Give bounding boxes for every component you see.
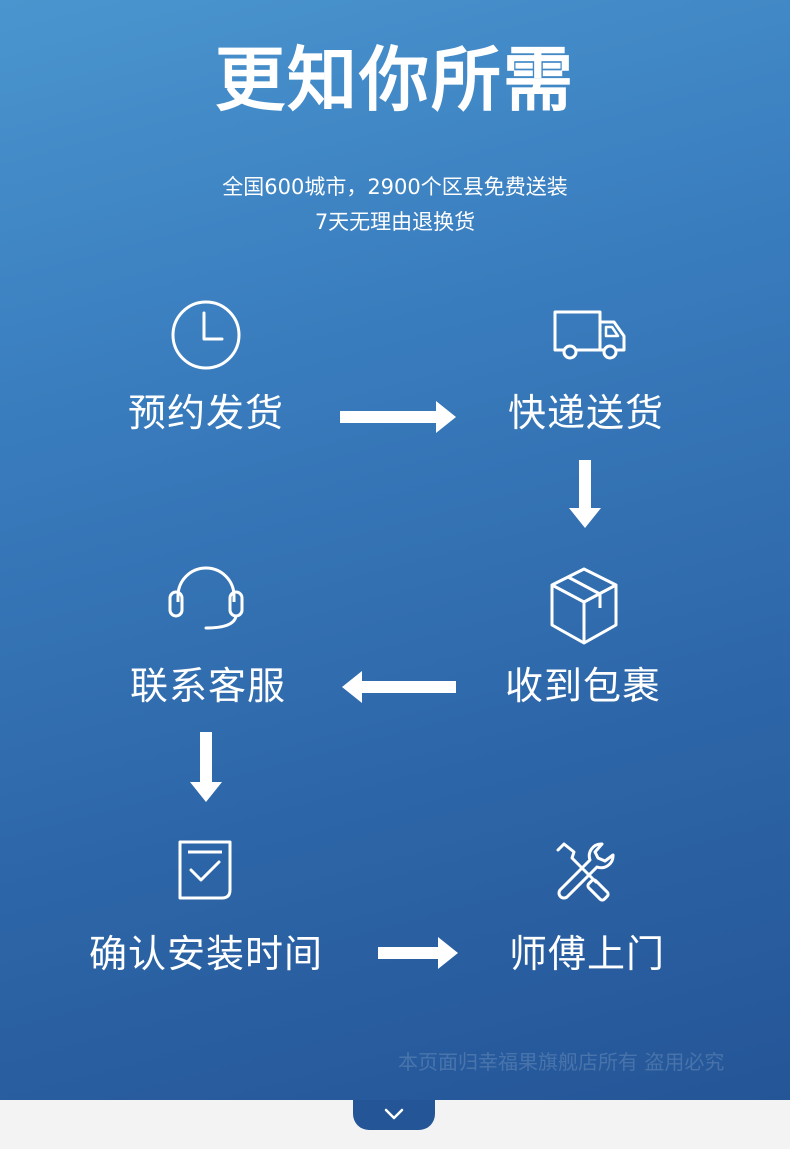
service-flow-panel: 更知你所需 全国600城市，2900个区县免费送装 7天无理由退换货 预约发货 … [0,0,790,1100]
arrow-right-icon [340,401,456,433]
checklist-icon [178,840,232,900]
wrench-screwdriver-icon [556,842,615,902]
step-label-reserve: 预约发货 [127,391,284,435]
step-label-confirm: 确认安装时间 [88,932,323,976]
arrow-left-icon [342,671,456,703]
subtitle-line-1: 全国600城市，2900个区县免费送装 [222,175,568,199]
arrow-down-icon [569,460,601,528]
arrow-right-icon-2 [378,937,458,969]
page-title: 更知你所需 [215,39,575,121]
package-box-icon [550,567,618,645]
step-label-contact: 联系客服 [129,664,286,708]
clock-icon [171,300,241,370]
truck-icon [553,310,626,360]
step-label-install: 师傅上门 [508,932,665,976]
step-label-receive: 收到包裹 [504,664,661,708]
scroll-down-tab[interactable] [353,1100,435,1130]
step-label-deliver: 快递送货 [507,391,664,435]
chevron-down-icon [384,1108,404,1120]
watermark-text: 本页面归幸福果旗舰店所有 盗用必究 [398,1050,725,1074]
arrow-down-icon-2 [190,732,222,802]
headset-icon [168,566,244,630]
subtitle-line-2: 7天无理由退换货 [314,210,476,234]
